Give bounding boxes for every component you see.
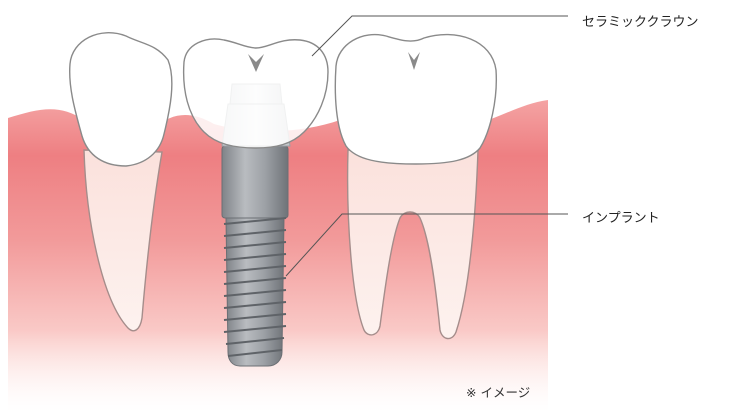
implant-fixture — [222, 146, 288, 366]
image-note: ※ イメージ — [466, 382, 530, 401]
ceramic-crown-label: セラミッククラウン — [582, 11, 698, 30]
right-tooth-crown — [335, 35, 496, 164]
implant-label: インプラント — [582, 207, 660, 226]
